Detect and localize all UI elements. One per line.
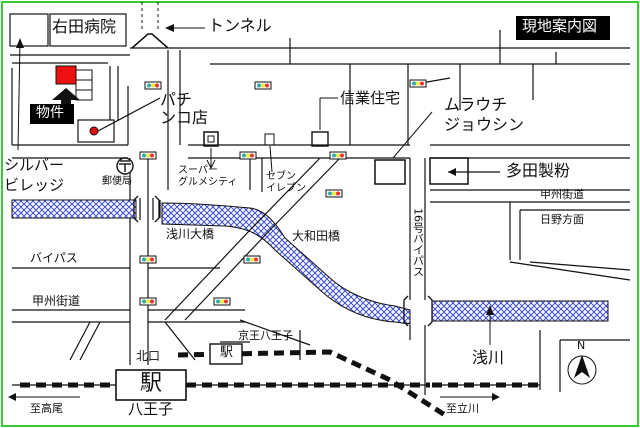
hachioji-label: 八王子 [128, 400, 174, 418]
seven-label-line1: セブン [266, 171, 296, 182]
property-label: 物件 [36, 105, 64, 121]
route16-label: 16号バイパス [411, 208, 425, 277]
north-arrow-icon [567, 355, 597, 385]
keio-station-label: 駅 [220, 345, 234, 360]
bypass-label: バイパス [30, 251, 78, 265]
asakawa-river [11, 199, 609, 325]
murauchi-label-line2: ジョウシン [444, 115, 525, 134]
murauchi-building [374, 159, 406, 185]
takao-direction-label: 至高尾 [30, 402, 63, 415]
tunnel-label: トンネル [208, 16, 272, 35]
supermarket-label-line1: スーパー [178, 165, 218, 176]
keio-hachioji-label: 京王八王子 [238, 329, 293, 342]
pachinko-label-line2: ンコ店 [160, 108, 209, 127]
title-box [516, 16, 610, 40]
hachioji-station-box [115, 369, 187, 401]
owada-bridge-label: 大和田橋 [292, 229, 341, 243]
tada-label: 多田製粉 [506, 161, 571, 180]
koshu-right-label: 甲州街道 [540, 188, 584, 201]
pachinko-label-line1: パチ [160, 90, 193, 109]
bridge-marks [133, 195, 433, 327]
tachikawa-direction-label: 至立川 [446, 402, 479, 415]
koshu-left-label: 甲州街道 [32, 294, 81, 308]
asakawa-river-label: 浅川 [472, 348, 505, 367]
map-title: 現地案内図 [522, 17, 598, 35]
hospital-label: 右田病院 [52, 17, 117, 36]
railway-lines [20, 349, 540, 418]
tunnel-icon [131, 2, 169, 49]
seven-label-line2: イレブン [266, 183, 306, 194]
seven-eleven-building [264, 133, 275, 146]
north-label: N [577, 339, 586, 352]
silver-village-label-line1: シルバー [4, 156, 65, 174]
shingyo-building [311, 131, 329, 147]
hospital-building [9, 13, 49, 47]
traffic-light-icon [139, 79, 427, 306]
murauchi-label-line1: ムラウチ [444, 95, 508, 114]
road-network [10, 30, 631, 395]
silver-village-label-line2: ビレッジ [4, 176, 65, 194]
pachinko-dot [89, 126, 99, 136]
supermarket-label-line2: グルメシティ [178, 177, 238, 188]
keio-station-box [209, 343, 243, 365]
supermarket-building [203, 131, 219, 147]
hachioji-station-label: 駅 [140, 371, 163, 396]
hino-label: 日野方面 [540, 213, 584, 226]
north-exit-label: 北口 [136, 349, 161, 363]
post-office-label: 郵便局 [102, 176, 132, 187]
tada-building [429, 157, 469, 185]
post-office-icon [116, 157, 134, 175]
asakawa-bridge-label: 浅川大橋 [166, 227, 215, 241]
pachinko-building [77, 119, 115, 143]
shingyo-label: 信業住宅 [340, 89, 401, 107]
property-marker [30, 65, 93, 124]
